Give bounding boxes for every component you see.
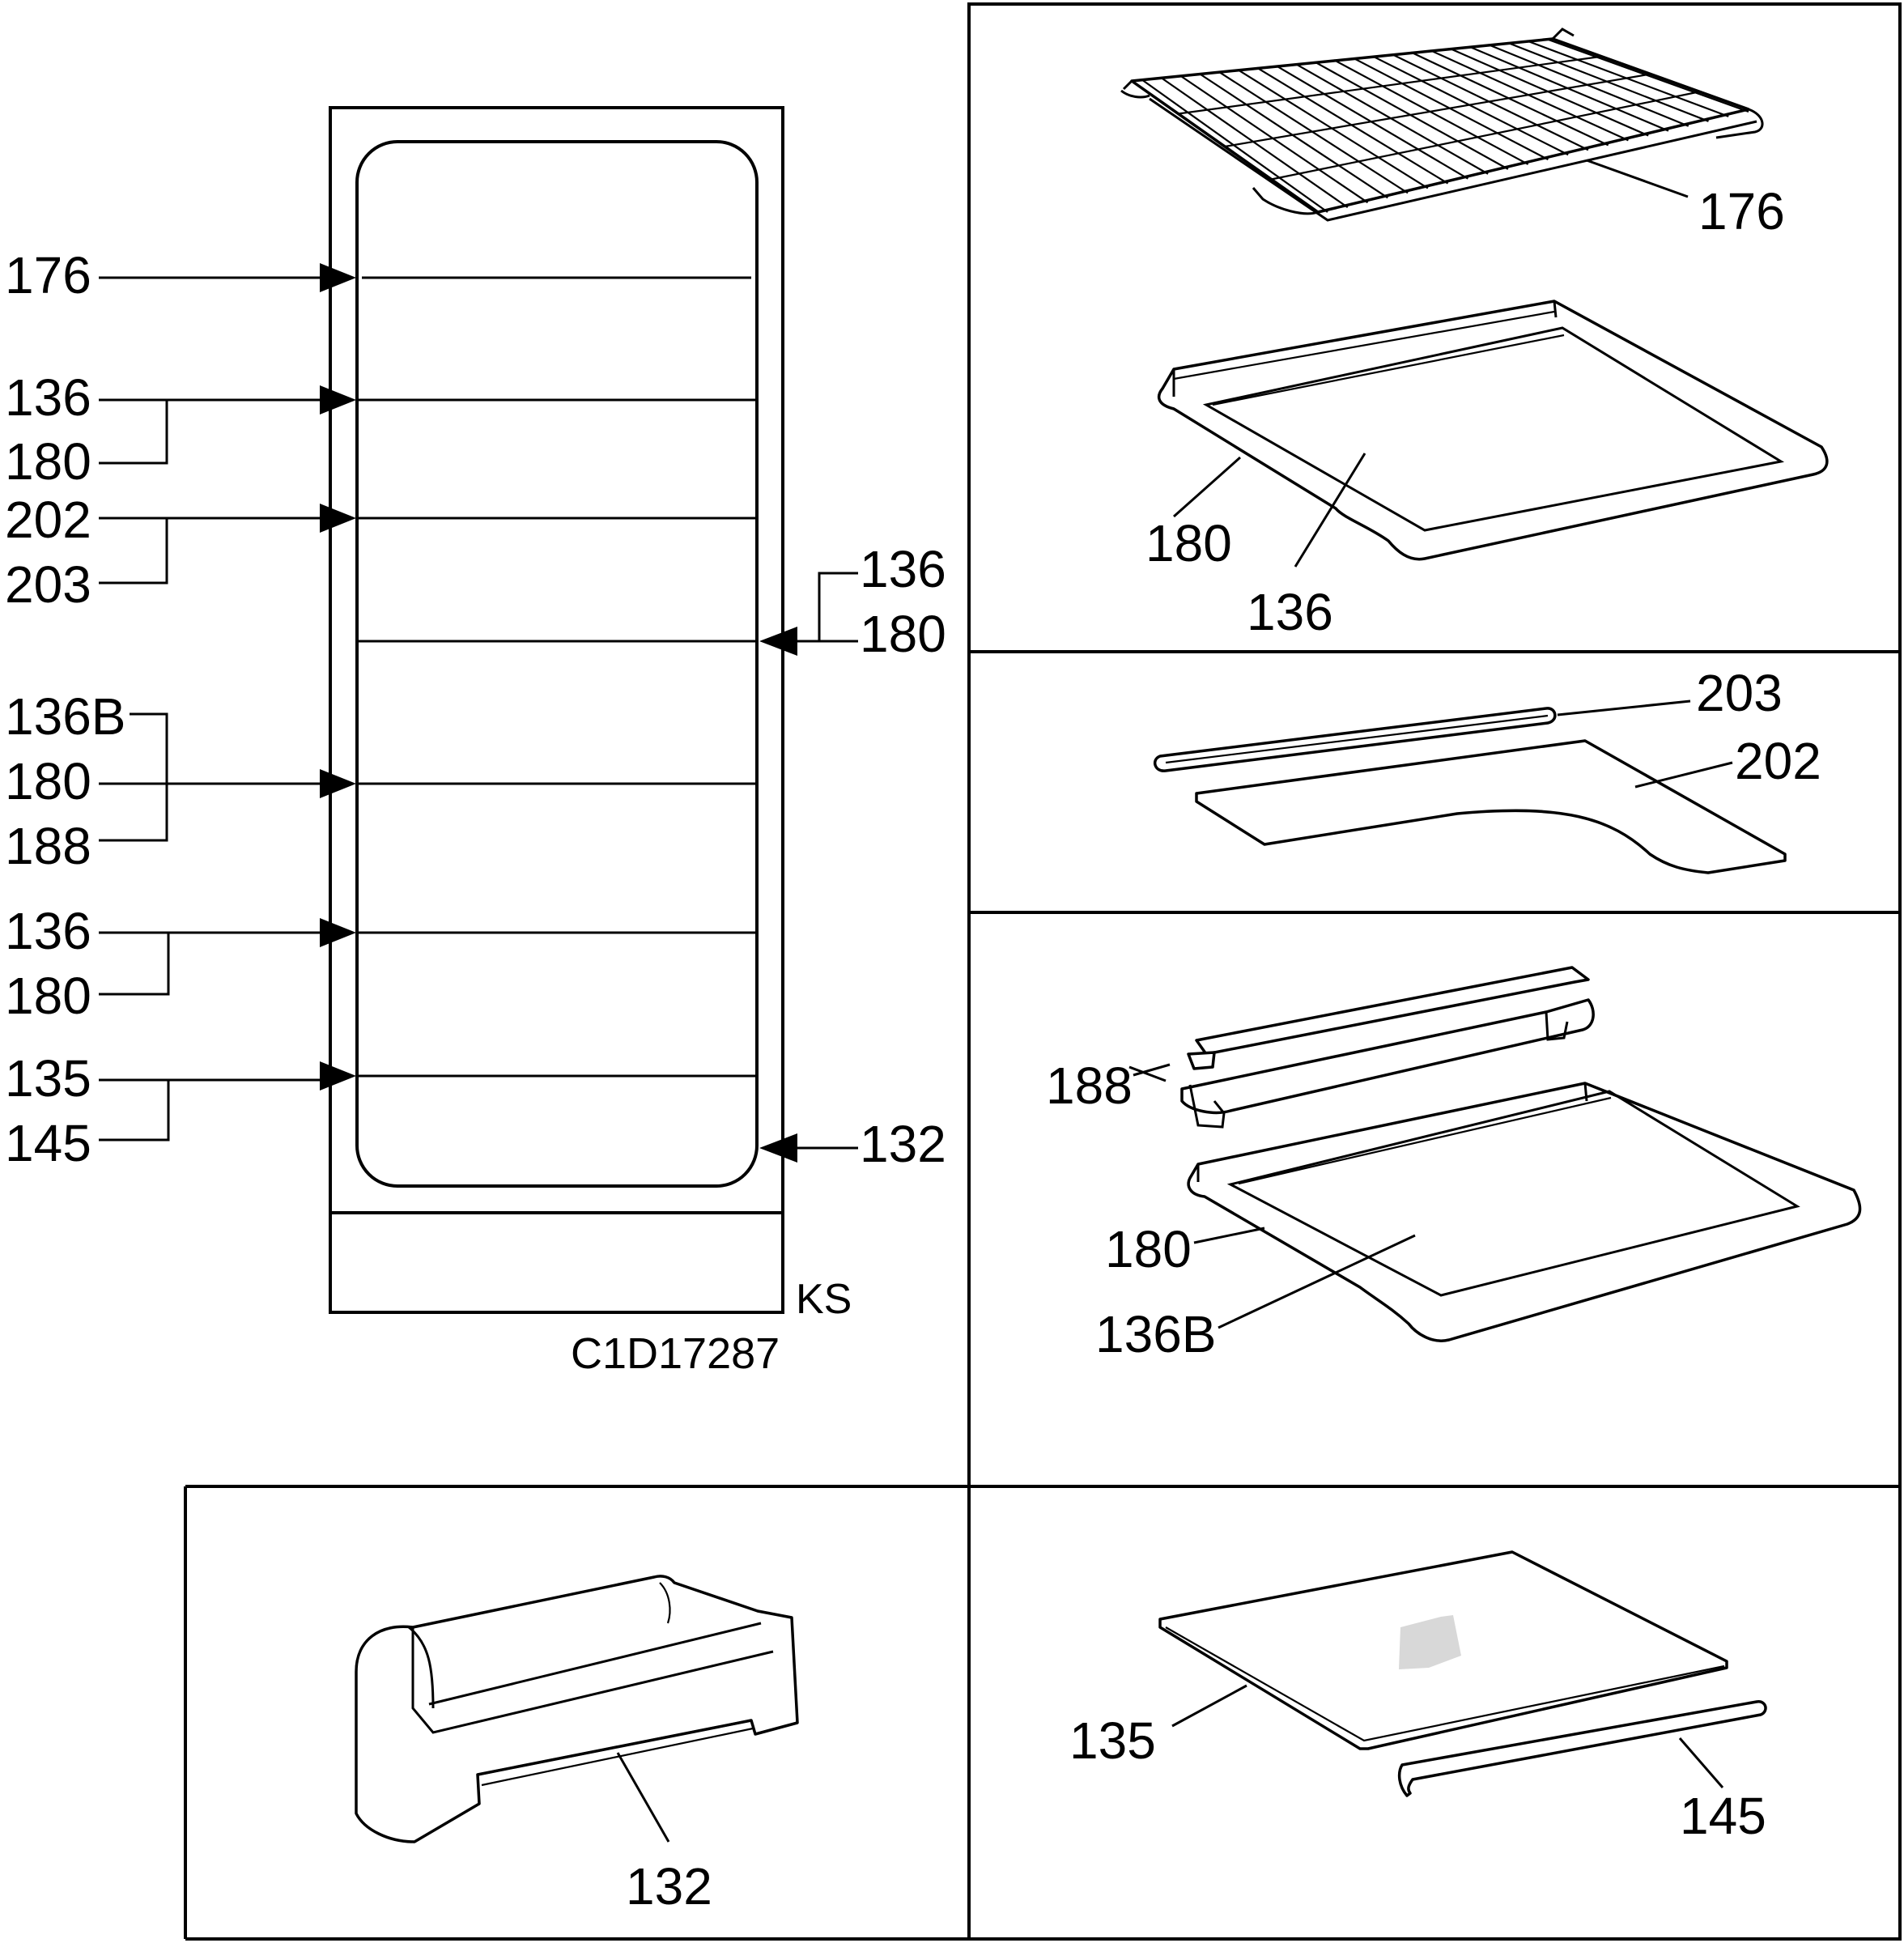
label-132: 132 bbox=[626, 1857, 712, 1915]
label-203: 203 bbox=[1696, 664, 1783, 722]
arrow-136-180 bbox=[320, 385, 356, 415]
arrow-202-203 bbox=[320, 504, 356, 533]
label-202: 202 bbox=[1735, 732, 1821, 790]
trim-strip-145 bbox=[1397, 1700, 1767, 1797]
callout-180: 180 bbox=[5, 432, 91, 491]
callout-136b: 136B bbox=[5, 687, 125, 746]
wire-crossbar bbox=[1271, 91, 1700, 181]
label-145: 145 bbox=[1680, 1787, 1766, 1845]
callout-136: 136 bbox=[5, 368, 91, 427]
label-180-b: 180 bbox=[1105, 1220, 1192, 1278]
label-180: 180 bbox=[1145, 514, 1232, 572]
callout-135: 135 bbox=[5, 1049, 91, 1108]
arrow-132 bbox=[759, 1133, 797, 1163]
clip-bar-188 bbox=[1180, 998, 1595, 1115]
arrow-136b bbox=[320, 769, 356, 798]
callout-145: 145 bbox=[5, 1114, 91, 1172]
label-135: 135 bbox=[1069, 1711, 1156, 1770]
arrow-176 bbox=[320, 263, 356, 292]
wire-bars bbox=[1141, 37, 1749, 213]
callout-176: 176 bbox=[5, 246, 91, 304]
callout-132: 132 bbox=[860, 1115, 946, 1173]
cabinet-interior bbox=[355, 140, 759, 1188]
label-176: 176 bbox=[1698, 182, 1785, 240]
shelf-frame-180 bbox=[1187, 1082, 1862, 1342]
glass-panel-202 bbox=[1195, 739, 1787, 874]
wire-shelf-176: 176 bbox=[1120, 28, 1785, 240]
glass-pane-136b bbox=[1226, 1090, 1800, 1297]
callout-right-180: 180 bbox=[860, 605, 946, 663]
cabinet-outline bbox=[329, 106, 784, 1314]
callout-136-c: 136 bbox=[5, 902, 91, 960]
shelf-with-trim-136b: 188 180 136B bbox=[1046, 966, 1862, 1363]
wire-crossbar bbox=[1224, 73, 1651, 148]
label-188: 188 bbox=[1046, 1057, 1133, 1115]
callout-180-b: 180 bbox=[5, 752, 91, 810]
crisper-drawer-132: 132 bbox=[355, 1575, 799, 1915]
drawing-code: C1D17287 bbox=[571, 1329, 780, 1378]
panel-frames bbox=[184, 2, 1902, 1941]
glass-shelf-frame bbox=[1157, 300, 1829, 561]
callout-right-136: 136 bbox=[860, 540, 946, 598]
arrow-right-136-180 bbox=[759, 627, 797, 656]
arrow-136-180-lower bbox=[320, 918, 356, 947]
label-136b: 136B bbox=[1095, 1305, 1216, 1363]
drawer-body bbox=[355, 1575, 799, 1843]
glass-texture-spot bbox=[1399, 1615, 1461, 1669]
callout-188: 188 bbox=[5, 817, 91, 875]
glass-plate-135: 135 145 bbox=[1069, 1550, 1767, 1845]
glass-shelf-136: 180 136 bbox=[1145, 300, 1829, 641]
half-shelf-202: 203 202 bbox=[1153, 664, 1821, 874]
callout-203: 203 bbox=[5, 555, 91, 614]
label-136: 136 bbox=[1247, 583, 1333, 641]
wire-crossbar bbox=[1178, 55, 1602, 115]
callout-180-c: 180 bbox=[5, 967, 91, 1025]
cabinet-overview: 176 136 180 202 203 136B 180 188 136 180… bbox=[5, 106, 946, 1378]
glass-pane bbox=[1202, 326, 1785, 532]
callout-202: 202 bbox=[5, 491, 91, 549]
variant-code: KS bbox=[796, 1276, 852, 1323]
arrow-135-145 bbox=[320, 1061, 356, 1091]
